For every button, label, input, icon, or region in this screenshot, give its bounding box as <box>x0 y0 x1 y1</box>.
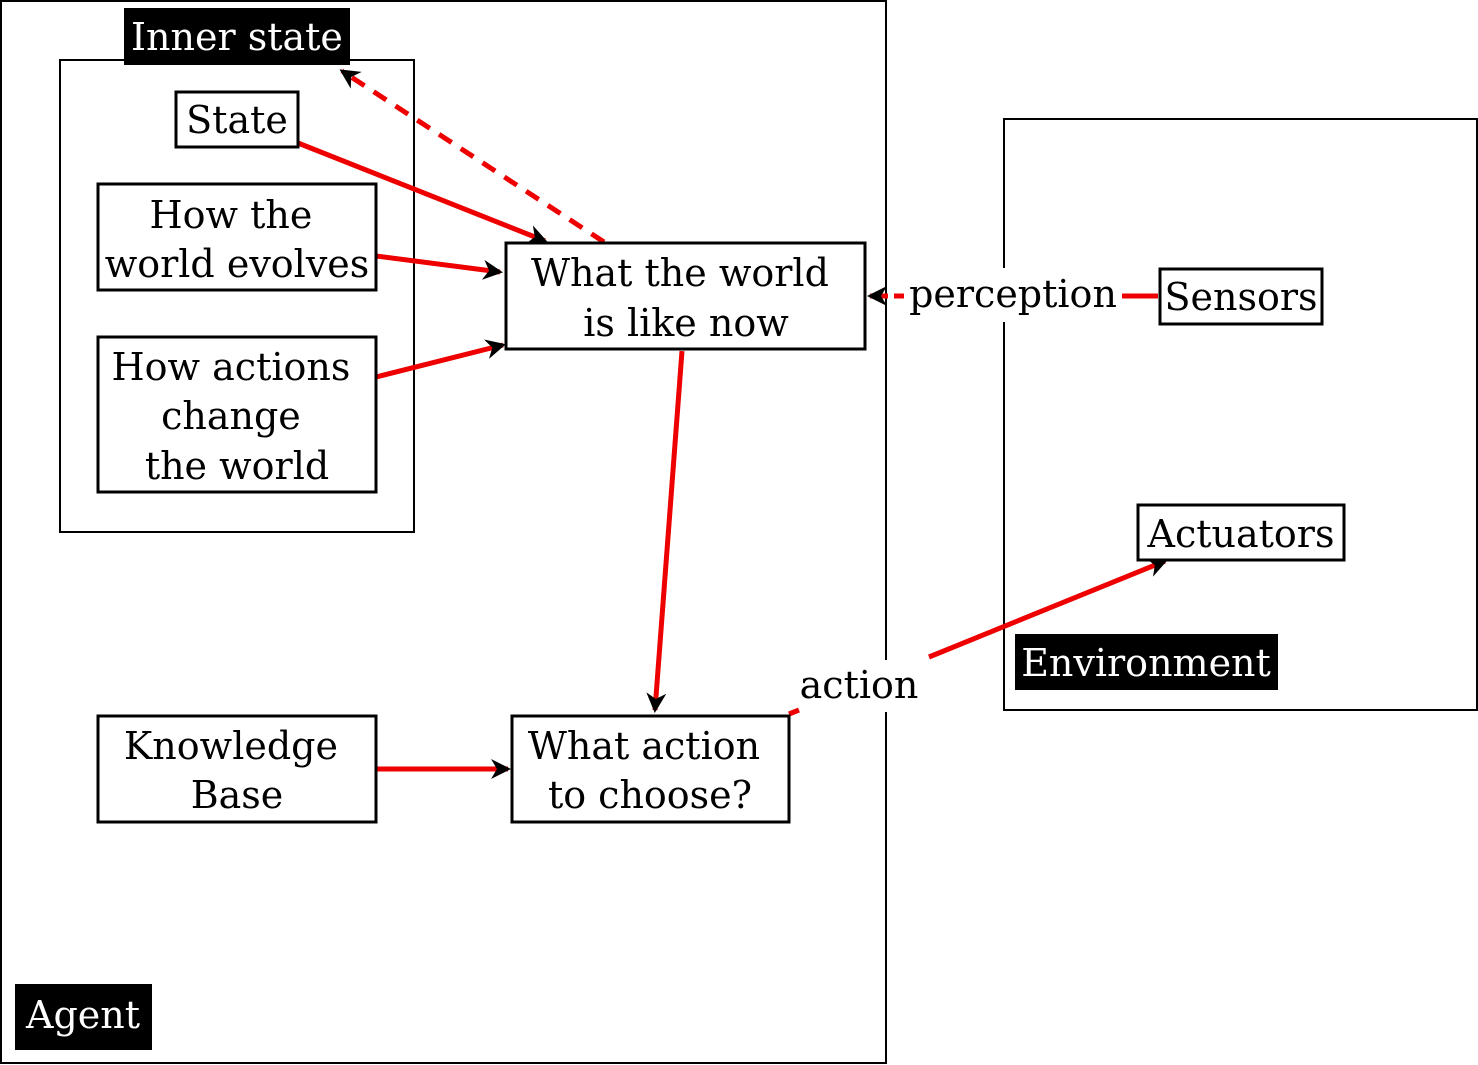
edge-label-action: action <box>800 660 920 712</box>
edge-world-to-inner <box>339 68 606 245</box>
environment-tag: Environment <box>1015 634 1278 690</box>
node-actuators-label: Actuators <box>1147 512 1335 556</box>
node-world-evolves: How the world evolves <box>96 182 378 292</box>
node-actions-change-label: How actions change the world <box>112 345 363 488</box>
edges <box>297 68 1168 779</box>
inner-state-tag: Inner state <box>124 8 350 65</box>
edge-action-to-actuators <box>928 558 1168 660</box>
perception-label: perception <box>909 272 1117 316</box>
edge-state-to-world <box>297 140 548 245</box>
agent-container <box>0 0 887 1064</box>
agent-tag-label: Agent <box>25 993 140 1037</box>
node-knowledge-base: Knowledge Base <box>96 714 378 824</box>
node-knowledge-base-label: Knowledge Base <box>124 724 350 817</box>
node-world-now-label: What the world is like now <box>531 251 841 345</box>
edge-label-perception: perception <box>908 268 1118 322</box>
node-action-choose: What action to choose? <box>510 714 791 824</box>
node-action-choose-label: What action to choose? <box>528 724 772 817</box>
node-actuators: Actuators <box>1136 503 1346 562</box>
edge-actions-to-world <box>375 339 506 380</box>
edge-action-stub <box>788 707 800 717</box>
action-label: action <box>800 663 919 707</box>
edge-world-to-choose <box>646 350 685 713</box>
agent-tag: Agent <box>15 984 152 1050</box>
environment-tag-label: Environment <box>1021 641 1271 685</box>
node-world-now: What the world is like now <box>504 241 867 351</box>
node-state: State <box>174 90 300 149</box>
environment-container <box>1003 118 1478 711</box>
node-world-evolves-label: How the world evolves <box>105 193 370 286</box>
node-state-label: State <box>186 98 288 142</box>
node-sensors: Sensors <box>1158 267 1324 326</box>
edge-evolves-to-world <box>375 253 503 280</box>
node-actions-change: How actions change the world <box>96 335 378 494</box>
inner-state-tag-label: Inner state <box>131 15 343 59</box>
node-sensors-label: Sensors <box>1164 275 1317 319</box>
